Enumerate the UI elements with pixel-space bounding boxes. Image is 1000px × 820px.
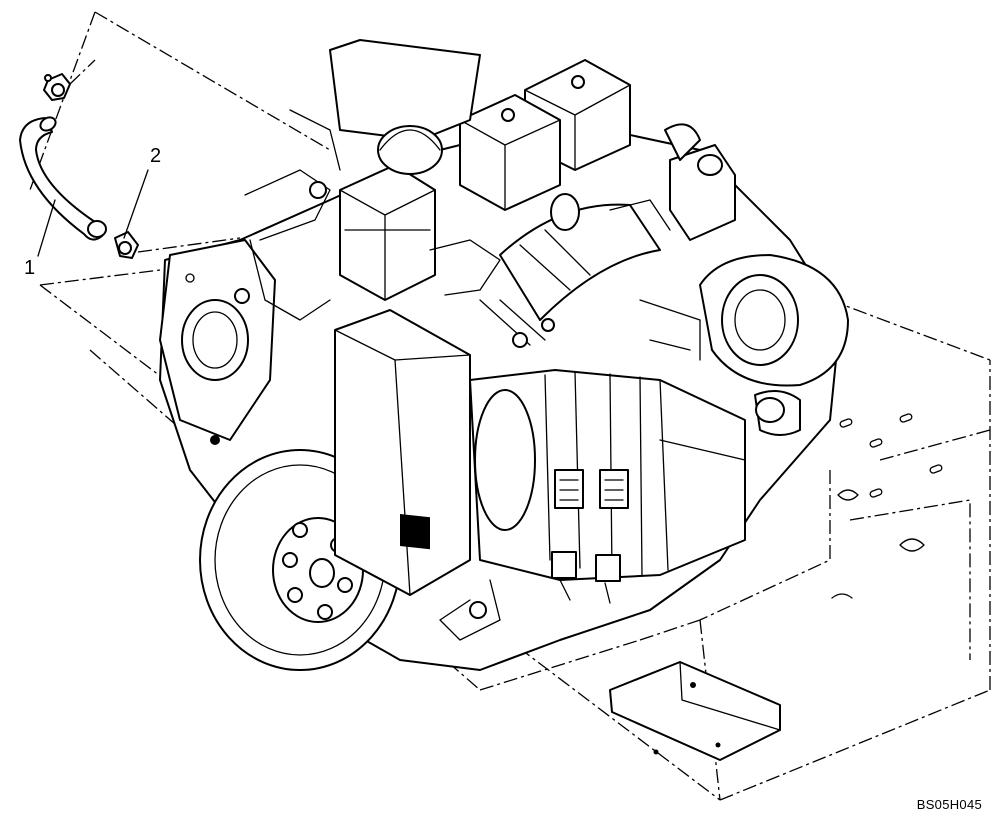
intake-pipe [499, 193, 661, 321]
hose-icon [19, 116, 107, 241]
exhaust-duct [469, 369, 746, 582]
turbocharger [664, 123, 849, 436]
callout-leaders [37, 59, 241, 257]
flywheel-housing [159, 239, 276, 441]
callout-1: 1 [24, 257, 36, 279]
callout-2: 2 [150, 145, 162, 167]
engine-details [244, 109, 701, 641]
lower-bracket [609, 661, 781, 761]
front-cover-plate [334, 309, 471, 596]
breather-housing [329, 39, 481, 175]
clamp-icon [114, 231, 139, 259]
hose-clamps [551, 469, 629, 582]
valve-covers [339, 59, 631, 301]
small-clamp-icon [43, 73, 71, 101]
reference-code: BS05H045 [916, 797, 982, 812]
frame-slots [831, 413, 943, 599]
